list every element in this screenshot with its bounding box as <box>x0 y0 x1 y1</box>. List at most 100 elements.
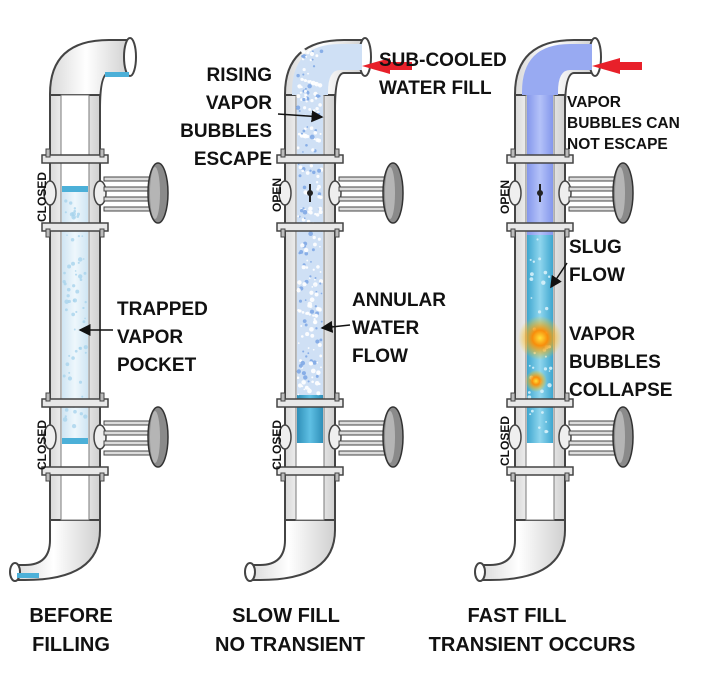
vapor-speck <box>67 376 73 381</box>
rising-bubble <box>302 73 305 76</box>
valve-bolt <box>280 228 286 238</box>
rising-bubble <box>306 51 310 55</box>
bottom-elbow-pipe <box>14 519 101 581</box>
rising-bubble <box>301 57 305 61</box>
bottom-valve <box>276 392 404 482</box>
rising-bubble <box>308 231 313 237</box>
rising-bubble <box>309 309 315 314</box>
rising-bubble <box>309 134 315 140</box>
vapor-speck <box>78 274 83 279</box>
rising-bubble <box>316 361 319 364</box>
rising-bubble <box>317 307 322 312</box>
panel1-caption-line2: FILLING <box>32 634 110 656</box>
rising-bubble <box>314 81 319 87</box>
slug-bubble <box>547 383 552 388</box>
rising-bubble <box>309 297 315 303</box>
slug-bubble <box>547 275 551 278</box>
vapor-speck <box>68 201 73 205</box>
vapor-speck <box>70 237 75 242</box>
rising-bubble <box>302 207 305 210</box>
valve-flange <box>506 398 574 408</box>
vapor-speck <box>83 345 88 350</box>
rising-bubble <box>309 58 313 62</box>
vapor-speck <box>63 282 67 286</box>
slug-bubble <box>544 306 549 311</box>
rising-bubble <box>310 333 315 338</box>
slug-bubble <box>529 413 532 416</box>
rising-bubble <box>304 93 308 97</box>
vapor-speck <box>66 234 68 236</box>
rising-bubble <box>296 73 300 78</box>
rising-bubble <box>296 146 300 150</box>
panel2-annular-line3: FLOW <box>352 346 408 367</box>
vapor-speck <box>77 257 83 262</box>
rising-bubble <box>312 319 318 325</box>
valve-stem <box>338 176 386 182</box>
panel3-slug-line1: SLUG <box>569 237 622 258</box>
rising-bubble <box>302 129 306 133</box>
rising-bubble <box>314 305 317 308</box>
panel2-subcooled-line2: WATER FILL <box>379 78 492 99</box>
valve-body <box>558 424 572 450</box>
slug-bubble <box>530 297 533 299</box>
valve-handwheel-highlight <box>615 167 625 219</box>
valve-stem <box>568 430 616 436</box>
rising-bubble <box>314 380 320 386</box>
slug-bubble <box>541 280 546 285</box>
rising-bubble <box>297 280 302 285</box>
rising-bubble <box>301 385 304 388</box>
rising-bubble <box>311 50 314 53</box>
valve-stem <box>338 196 386 202</box>
panel3-collapse-line2: BUBBLES <box>569 352 661 373</box>
valve-stem <box>103 186 151 192</box>
valve-bolt <box>510 472 516 482</box>
residual-water-bottom <box>17 573 39 578</box>
vapor-speck <box>83 271 87 275</box>
collapse-flash-large <box>518 316 562 360</box>
rising-bubble <box>312 314 315 317</box>
valve-bolt <box>510 148 516 158</box>
subcooled-fill-column <box>527 95 553 235</box>
panel2-rising-line3: BUBBLES <box>180 121 272 142</box>
valve-body <box>278 424 292 450</box>
vapor-speck <box>84 351 87 354</box>
rising-bubble <box>302 97 306 102</box>
vapor-speck <box>64 415 67 418</box>
valve-bolt <box>99 148 105 158</box>
rising-bubble <box>302 209 308 215</box>
rising-bubble <box>308 48 312 52</box>
valve-open-indicator-dot <box>537 190 543 196</box>
rising-bubble <box>307 301 313 307</box>
slug-bubble <box>545 420 548 423</box>
valve-bolt <box>334 472 340 482</box>
rising-bubble <box>301 380 306 385</box>
valve-handwheel-highlight <box>150 167 160 219</box>
vapor-speck <box>75 273 78 276</box>
vapor-speck <box>77 261 80 264</box>
panel3-cannot-escape-line2: BUBBLES CAN <box>567 115 680 132</box>
valve-bolt <box>564 392 570 402</box>
rising-bubble <box>309 164 314 168</box>
rising-bubble <box>303 388 306 391</box>
rising-bubble <box>318 279 324 284</box>
rising-bubble <box>298 251 301 255</box>
valve-stem <box>103 440 151 446</box>
slug-bubble <box>543 270 548 275</box>
valve-bolt <box>564 228 570 238</box>
bottom-valve <box>41 392 169 482</box>
vapor-speck <box>64 211 67 214</box>
rising-bubble <box>309 51 315 57</box>
slug-bubble <box>543 367 548 371</box>
valve-bolt <box>334 228 340 238</box>
valve-bolt <box>334 392 340 402</box>
vapor-speck <box>78 380 83 384</box>
elbow-fill <box>522 44 592 95</box>
valve-stem <box>103 176 151 182</box>
vapor-speck <box>66 287 71 292</box>
rising-bubble <box>299 359 302 363</box>
vapor-speck <box>71 312 75 317</box>
rising-bubble <box>300 134 304 138</box>
rising-bubble <box>300 324 303 327</box>
rising-bubble <box>307 347 310 349</box>
